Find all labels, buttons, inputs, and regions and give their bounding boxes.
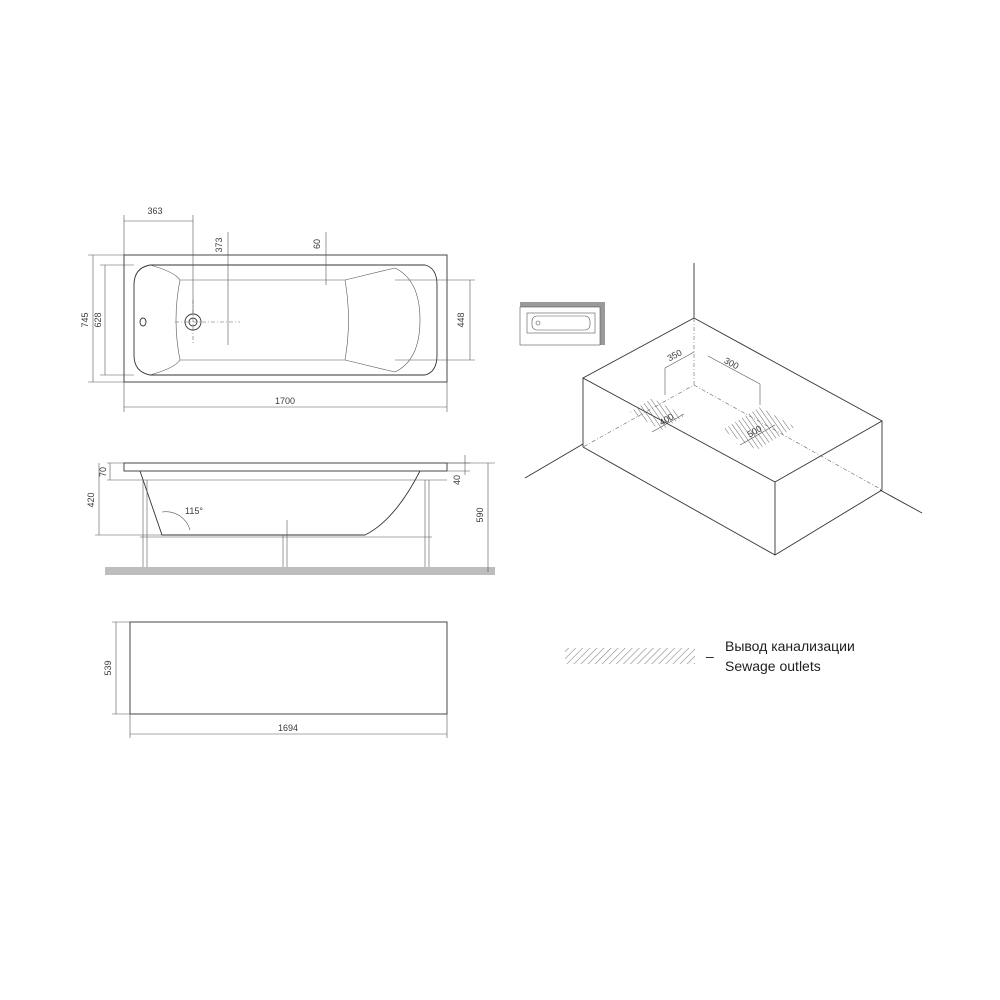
tub-outer-rim <box>123 254 448 383</box>
floor <box>105 567 495 575</box>
dim-300-label: 300 <box>722 355 740 371</box>
legend-dash: – <box>706 648 714 664</box>
tub-body-profile <box>139 470 421 536</box>
dim-628-label: 628 <box>93 312 103 327</box>
thumbnail-frame <box>519 306 601 346</box>
hidden-edge-back-left <box>582 318 695 448</box>
front-panel: 539 1694 <box>103 621 448 738</box>
thumbnail-drain-icon <box>535 320 541 326</box>
dim-448-label: 448 <box>456 312 466 327</box>
sewage-zone-right <box>722 407 795 450</box>
basin-contour-left <box>175 279 181 361</box>
tub-inner-basin <box>133 264 438 376</box>
overflow-icon <box>139 317 147 327</box>
basin-corner-tl <box>149 264 181 281</box>
dim-500-line <box>739 424 776 446</box>
dim-363-label: 363 <box>147 206 162 216</box>
tub-rim-side <box>123 462 448 472</box>
legend-label-en: Sewage outlets <box>725 658 821 674</box>
floor-line-right <box>879 489 923 514</box>
basin-corner-bl <box>149 359 181 376</box>
dim-300-line <box>707 355 761 385</box>
dim-373-label: 373 <box>214 237 224 252</box>
box-bottom-edges <box>582 446 883 556</box>
thumbnail-walls <box>520 302 605 345</box>
thumbnail-basin <box>531 315 591 331</box>
legend-hatch-swatch <box>565 648 695 664</box>
dim-1700-label: 1700 <box>275 396 295 406</box>
dim-350-label: 350 <box>666 347 684 363</box>
basin-contour-mid <box>344 279 349 361</box>
side-view: 115° 70 420 40 590 <box>86 455 495 575</box>
dim-420-label: 420 <box>86 492 96 507</box>
dim-539-label: 539 <box>103 660 113 675</box>
floor-line-left <box>524 443 584 479</box>
dim-400-line <box>651 413 685 433</box>
dim-350-line <box>664 351 695 369</box>
dim-745-label: 745 <box>80 312 90 327</box>
dim-1694-label: 1694 <box>278 723 298 733</box>
dim-590-label: 590 <box>475 507 485 522</box>
legend-label-ru: Вывод канализации <box>725 638 855 654</box>
basin-contour-bottom <box>180 359 396 373</box>
angle-arc <box>161 511 191 531</box>
angle-label: 115° <box>185 506 203 516</box>
box-top-face <box>582 317 883 483</box>
isometric-install-view: 350 300 400 500 <box>524 263 923 556</box>
thumbnail-tub <box>526 312 596 334</box>
dim-60-label: 60 <box>312 239 322 249</box>
sewage-zone-left <box>630 398 684 430</box>
dim-40-label: 40 <box>452 475 462 485</box>
panel-outline <box>129 621 448 715</box>
dim-70-label: 70 <box>98 467 108 477</box>
legend: – Вывод канализации Sewage outlets <box>565 638 855 674</box>
basin-contour-right <box>394 267 421 373</box>
top-view: 363 373 60 745 628 448 1700 <box>80 206 475 412</box>
basin-contour-top <box>180 267 396 281</box>
placement-thumbnail <box>519 302 605 346</box>
